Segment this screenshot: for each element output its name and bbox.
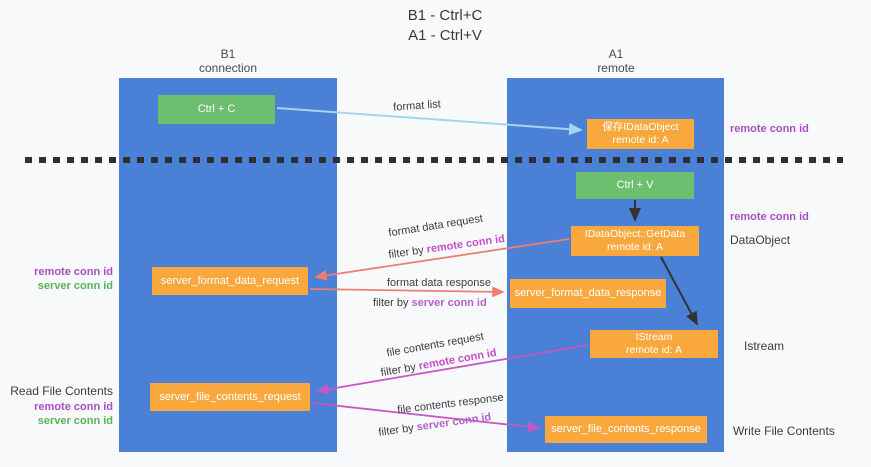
box-server-format-data-response: server_format_data_response xyxy=(510,279,666,308)
box-save-idataobject: 保存IDataObject remote id: A xyxy=(587,119,694,149)
title-line-2: A1 - Ctrl+V xyxy=(408,27,482,44)
box-ctrl-v: Ctrl + V xyxy=(576,172,694,199)
box-save-idataobject-line2: remote id: A xyxy=(612,134,669,146)
arrow-label-format-data-response: format data response xyxy=(387,277,491,289)
right-label-remote-conn-id-2: remote conn id xyxy=(730,211,809,223)
lifeline-a1-subtitle: remote xyxy=(597,61,635,75)
box-idataobject-getdata: IDataObject::GetData remote id: A xyxy=(571,226,699,256)
arrow-format-data-response xyxy=(309,286,505,298)
filter-by-text-2: filter by xyxy=(373,297,412,309)
box-ctrl-c-label: Ctrl + C xyxy=(197,103,236,115)
lifeline-b1-subtitle: connection xyxy=(198,61,258,75)
left-label-remote-conn-id-1: remote conn id xyxy=(34,266,113,278)
arrow-file-contents-request xyxy=(316,344,589,395)
box-server-file-contents-request: server_file_contents_request xyxy=(150,383,310,411)
box-istream-line1: IStream xyxy=(635,331,673,343)
left-label-server-conn-id-1: server conn id xyxy=(37,280,113,292)
box-server-format-data-request: server_format_data_request xyxy=(152,267,308,295)
box-save-idataobject-line1: 保存IDataObject xyxy=(602,121,679,133)
dashed-separator xyxy=(25,157,843,163)
box-idataobject-getdata-line1: IDataObject::GetData xyxy=(584,228,686,240)
box-ctrl-v-label: Ctrl + V xyxy=(616,179,654,191)
box-server-format-data-response-label: server_format_data_response xyxy=(514,287,662,299)
diagram-title: B1 - Ctrl+C A1 - Ctrl+V xyxy=(335,6,555,46)
right-label-istream: Istream xyxy=(744,339,785,353)
lifeline-b1-name: B1 xyxy=(220,47,236,61)
title-line-1: B1 - Ctrl+C xyxy=(407,7,483,24)
box-ctrl-c: Ctrl + C xyxy=(158,95,275,124)
box-server-file-contents-request-label: server_file_contents_request xyxy=(159,390,301,403)
left-label-remote-conn-id-2: remote conn id xyxy=(34,401,113,413)
lifeline-a1-name: A1 xyxy=(608,47,624,61)
lifeline-header-b1: B1 connection xyxy=(169,47,287,75)
lifeline-header-a1: A1 remote xyxy=(557,47,675,75)
box-istream-line2: remote id: A xyxy=(625,344,683,356)
arrow-file-contents-response xyxy=(311,402,541,433)
arrow-label-format-data-response-filter: filter by server conn id xyxy=(373,297,487,309)
left-label-server-conn-id-2: server conn id xyxy=(37,415,113,427)
box-server-format-data-request-label: server_format_data_request xyxy=(160,274,300,287)
right-label-remote-conn-id-1: remote conn id xyxy=(730,123,809,135)
filter-key-server-conn-id-1: server conn id xyxy=(411,297,487,309)
arrow-format-list xyxy=(276,107,583,136)
box-server-file-contents-response: server_file_contents_response xyxy=(545,416,707,443)
right-label-dataobject: DataObject xyxy=(730,233,791,247)
arrow-format-data-request xyxy=(314,238,570,281)
arrow-getdata-to-istream xyxy=(660,256,698,326)
right-label-write-file-contents: Write File Contents xyxy=(733,424,835,438)
box-istream: IStream remote id: A xyxy=(590,330,718,358)
left-label-read-file-contents: Read File Contents xyxy=(10,384,113,398)
box-server-file-contents-response-label: server_file_contents_response xyxy=(551,423,701,435)
box-idataobject-getdata-line2: remote id: A xyxy=(606,241,664,253)
